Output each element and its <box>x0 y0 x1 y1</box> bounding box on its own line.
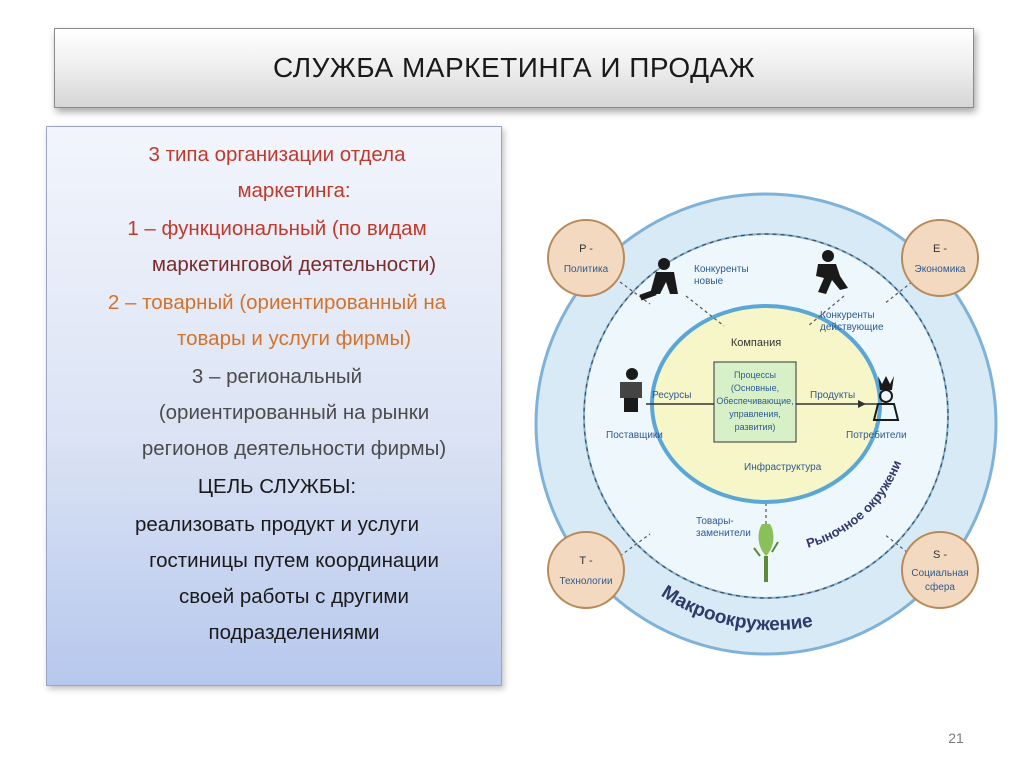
suppliers-label: Поставщики <box>606 430 663 441</box>
processes-box <box>713 361 797 443</box>
corner-politics: P - Политика <box>547 219 625 297</box>
text-line: 1 – функциональный (по видам <box>127 217 427 240</box>
dashed-arrow <box>619 533 651 557</box>
supplier-icon <box>620 368 642 412</box>
paragraph-goal: реализовать продукт и услуги гостиницы п… <box>65 507 489 651</box>
current-competitors-label: действующие <box>820 322 884 333</box>
arrow-icon <box>858 400 866 408</box>
paragraph-functional: 1 – функциональный (по видам маркетингов… <box>65 211 489 283</box>
company-label: Компания <box>731 337 781 349</box>
infrastructure-label: Инфраструктура <box>744 461 822 473</box>
process-line: Обеспечивающие, <box>716 396 793 406</box>
process-line: управления, <box>729 409 781 419</box>
corner-letter: S - <box>933 549 947 561</box>
text-line: регионов деятельности фирмы) <box>141 437 447 460</box>
corner-label: Технологии <box>559 576 612 587</box>
consumer-icon <box>872 376 900 421</box>
paragraph-regional: 3 – региональный (ориентированный на рын… <box>65 359 489 467</box>
substitutes-label: заменители <box>696 528 751 539</box>
text-line: товары и услуги фирмы) <box>176 327 412 350</box>
corner-label: Политика <box>564 264 609 275</box>
dashed-arrow <box>685 295 725 327</box>
process-line: развития) <box>735 422 776 432</box>
text-line: (ориентированный на рынки <box>158 401 430 424</box>
new-competitors-label: Конкуренты <box>694 264 749 275</box>
paragraph-types: 3 типа организации отдела маркетинга: <box>65 137 489 209</box>
text-line: маркетинговой деятельности) <box>151 253 437 276</box>
current-competitor-icon <box>816 250 848 294</box>
corner-letter: P - <box>579 243 593 255</box>
corner-technology: T - Технологии <box>547 531 625 609</box>
dashed-arrow <box>807 295 845 327</box>
text-box: 3 типа организации отдела маркетинга: 1 … <box>46 126 502 686</box>
corner-letter: T - <box>579 555 593 567</box>
process-line: (Основные, <box>731 383 779 393</box>
products-label: Продукты <box>810 390 855 401</box>
current-competitors-label: Конкуренты <box>820 310 875 321</box>
process-line: Процессы <box>734 370 776 380</box>
environment-diagram: P - Политика E - Экономика T - Технологи… <box>528 176 998 656</box>
paragraph-goal-heading: ЦЕЛЬ СЛУЖБЫ: <box>65 469 489 505</box>
substitute-icon <box>753 524 779 582</box>
text-line: ЦЕЛЬ СЛУЖБЫ: <box>197 475 357 498</box>
new-competitors-label: новые <box>694 276 724 287</box>
text-line: 3 – региональный <box>191 365 363 388</box>
new-competitor-icon <box>639 258 678 301</box>
page-number: 21 <box>948 730 964 746</box>
corner-label: Социальная <box>911 568 968 579</box>
market-dashed <box>583 233 949 599</box>
resources-label: Ресурсы <box>652 390 691 401</box>
text-line: своей работы с другими <box>179 585 409 608</box>
slide-title: СЛУЖБА МАРКЕТИНГА И ПРОДАЖ <box>272 52 756 83</box>
corner-letter: E - <box>933 243 947 255</box>
text-line: 2 – товарный (ориентированный на <box>107 291 447 314</box>
text-line: маркетинга: <box>237 179 351 202</box>
consumers-label: Потребители <box>846 429 907 441</box>
text-line: гостиницы путем координации <box>149 549 439 572</box>
corner-label: Экономика <box>915 264 966 275</box>
corner-social: S - Социальная сфера <box>901 531 979 609</box>
text-line: подразделениями <box>208 621 380 644</box>
substitutes-label: Товары- <box>696 516 734 527</box>
corner-label: сфера <box>925 581 955 593</box>
dashed-arrow <box>619 281 651 305</box>
corner-economy: E - Экономика <box>901 219 979 297</box>
paragraph-product: 2 – товарный (ориентированный на товары … <box>65 285 489 357</box>
text-line: реализовать продукт и услуги <box>134 513 420 536</box>
text-line: 3 типа организации отдела <box>148 143 406 166</box>
title-bar: СЛУЖБА МАРКЕТИНГА И ПРОДАЖ <box>54 28 974 108</box>
